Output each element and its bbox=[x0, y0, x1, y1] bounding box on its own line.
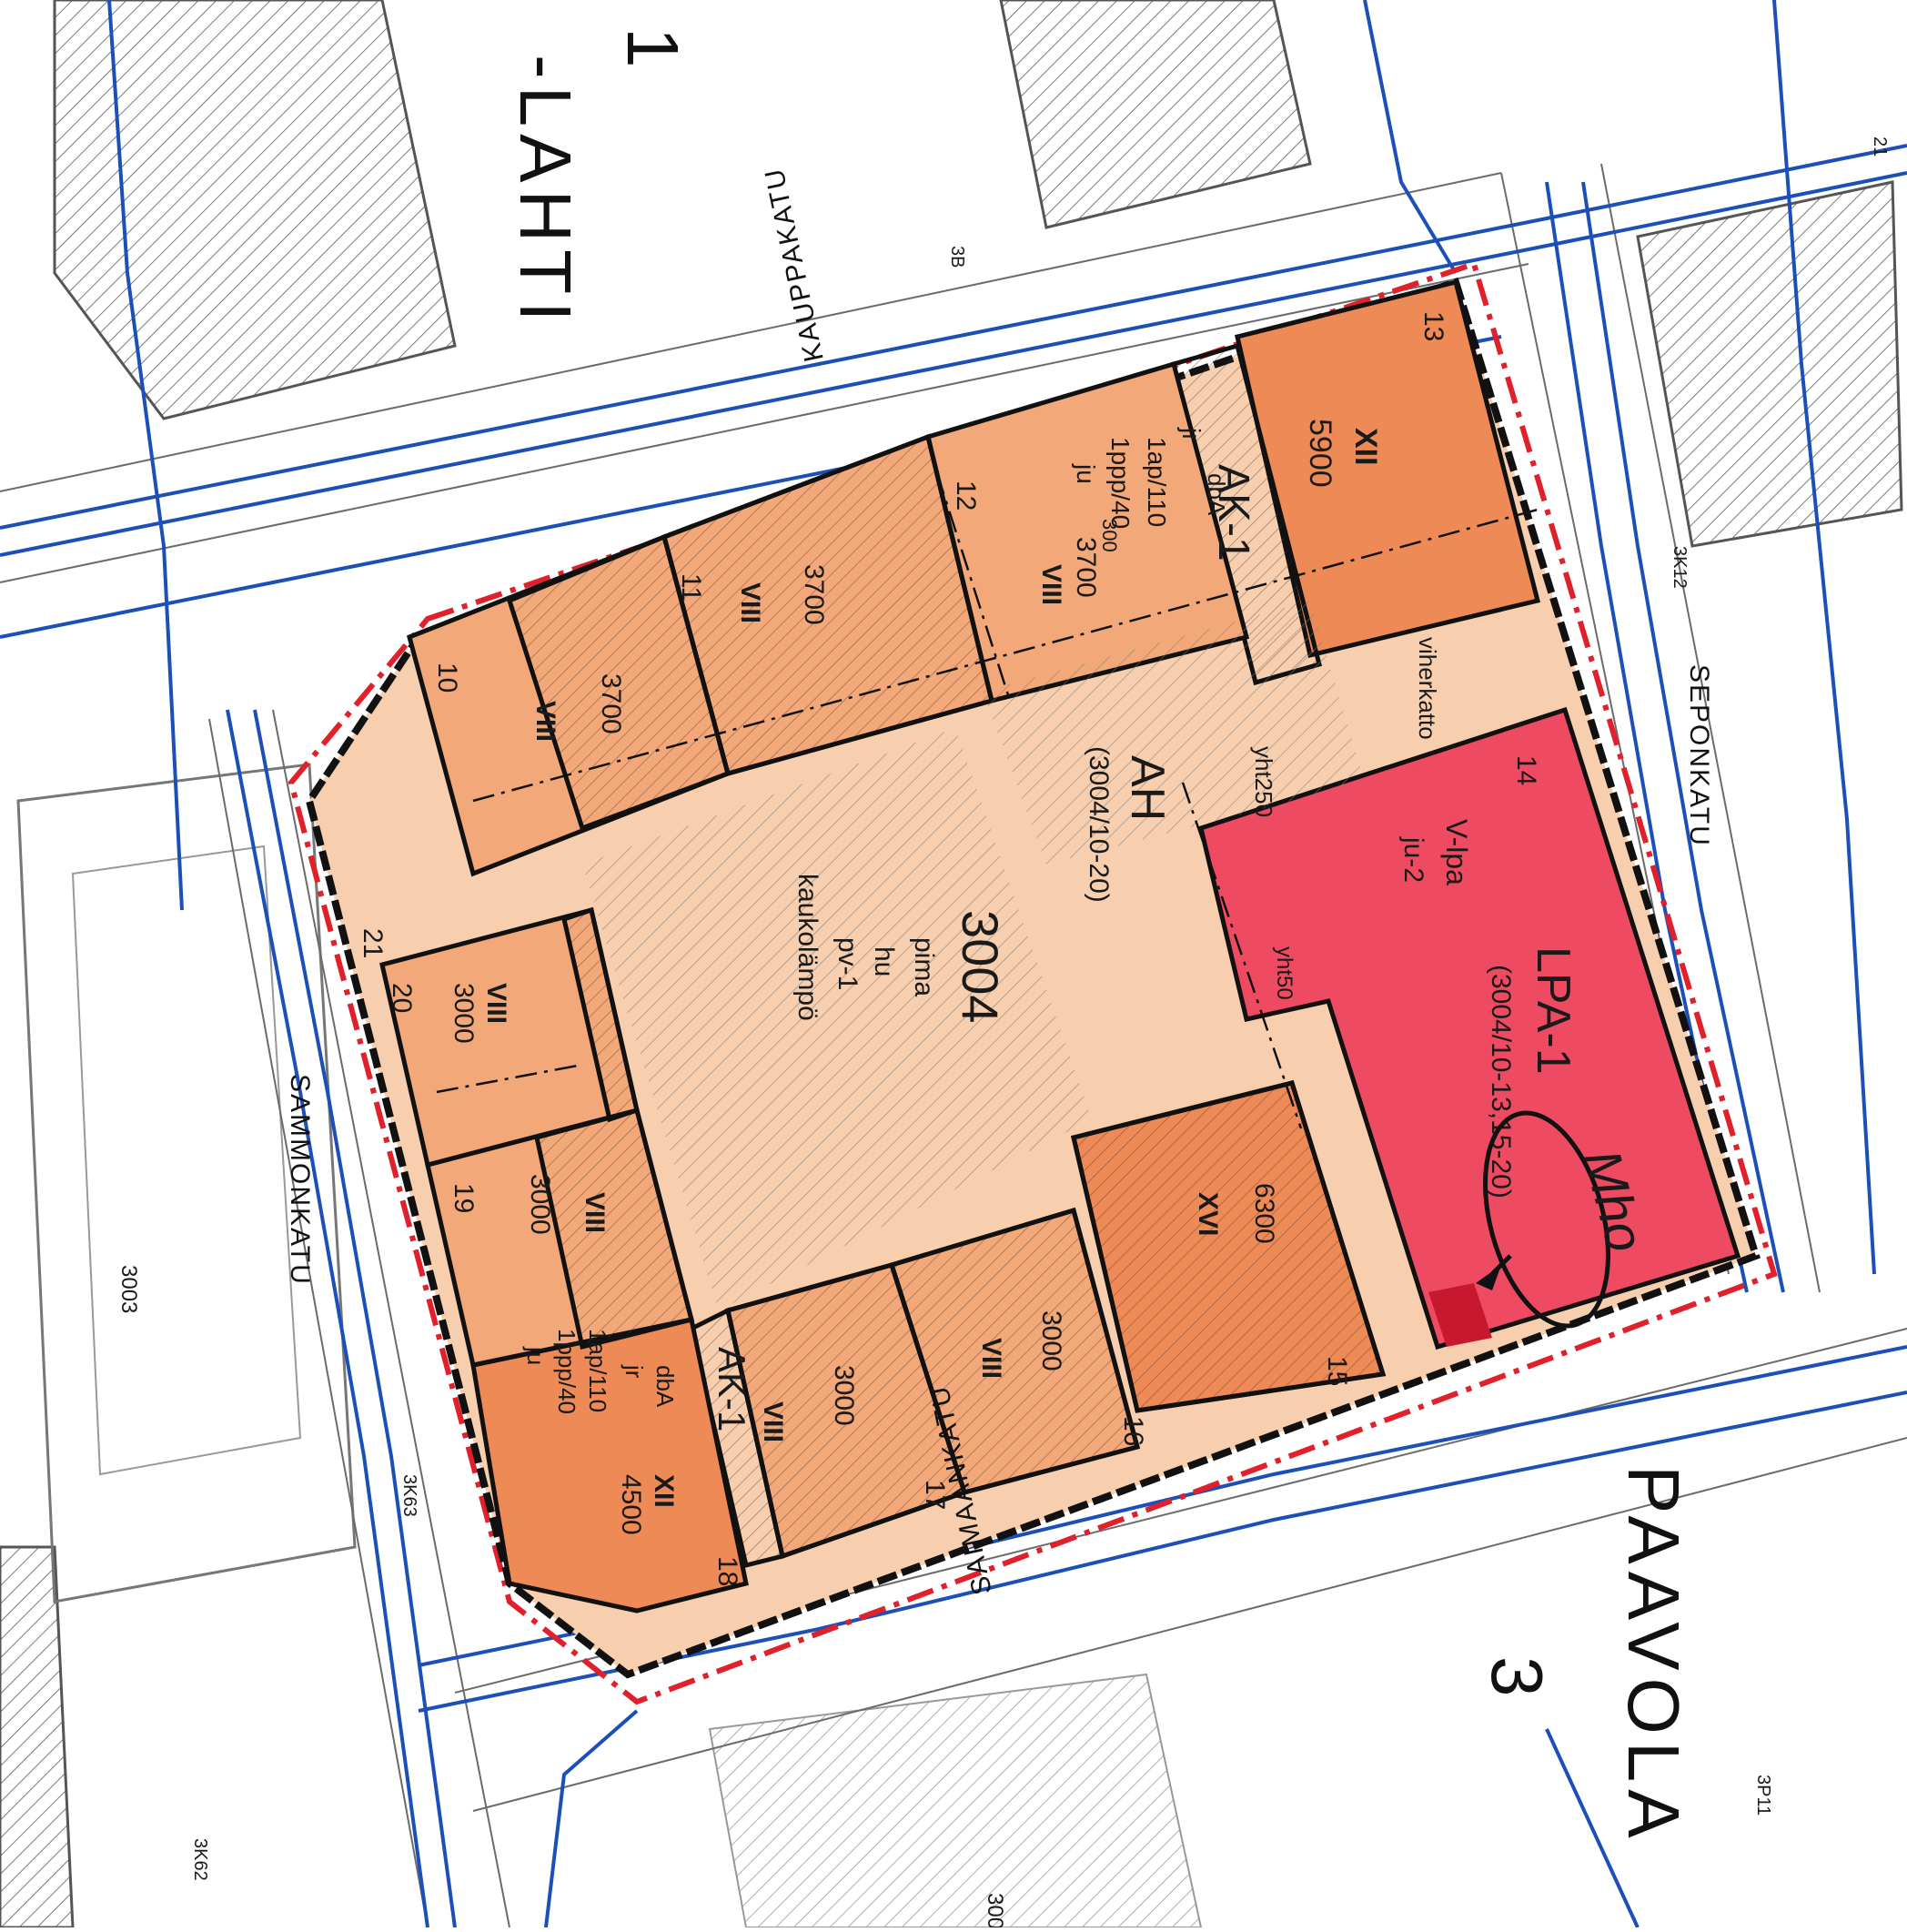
p12-floors: VIII bbox=[1036, 564, 1066, 605]
zone-ah: AH bbox=[1121, 755, 1174, 821]
block-code-pima: pima bbox=[909, 937, 939, 996]
p18-area: 4500 bbox=[616, 1474, 646, 1535]
street-edges bbox=[0, 163, 1907, 1928]
street-kauppakatu: KAUPPAKATU bbox=[759, 165, 829, 364]
p17-area: 3000 bbox=[829, 1365, 859, 1426]
p12-code-4: jr bbox=[1177, 427, 1206, 442]
zone-ah-ref: (3004/10-20) bbox=[1084, 746, 1114, 903]
lot-14: 14 bbox=[1511, 755, 1541, 785]
courtyard-hatch bbox=[582, 728, 1092, 1310]
zone-ak1-bottom: AK-1 bbox=[711, 1347, 753, 1431]
grid-ref-3p11: 3P11 bbox=[1753, 1775, 1773, 1816]
lot-10: 10 bbox=[432, 663, 462, 693]
parcel-labels: XII 5900 AK-1 1ap/110 1ppp/40 ju jr dbA … bbox=[449, 419, 1383, 1535]
zone-ak1-top: AK-1 bbox=[1209, 464, 1257, 561]
p15-floors: XVI bbox=[1193, 1192, 1223, 1236]
lot-16: 16 bbox=[1118, 1416, 1148, 1446]
p12-code-1: 1ap/110 bbox=[1143, 437, 1171, 527]
annotation-300: 300 bbox=[1098, 519, 1121, 552]
grid-ref-3k62: 3K62 bbox=[190, 1838, 210, 1881]
p12-area: 3700 bbox=[1071, 537, 1101, 598]
lot-19: 19 bbox=[449, 1183, 479, 1213]
p20-floors: VIII bbox=[481, 983, 511, 1024]
p18-code-5: dbA bbox=[651, 1365, 679, 1408]
district-name-top: -LAHTI bbox=[505, 55, 586, 329]
lot-18: 18 bbox=[712, 1556, 742, 1586]
p20-area: 3000 bbox=[449, 983, 479, 1044]
p18-code-1: 1ap/110 bbox=[584, 1329, 611, 1412]
annotation-yht250: yht250 bbox=[1250, 746, 1277, 817]
p12-code-3: ju bbox=[1072, 463, 1100, 484]
parcel-ah bbox=[983, 601, 1365, 865]
zone-lpa-1: LPA-1 bbox=[1527, 946, 1579, 1075]
parcels bbox=[379, 278, 1741, 1613]
p13-area: 5900 bbox=[1303, 419, 1337, 488]
lot-number-labels: 10 11 12 13 14 15 16 17 18 19 20 21 bbox=[358, 311, 1541, 1586]
lot-13: 13 bbox=[1418, 311, 1448, 341]
street-labels: KAUPPAKATU SEPONKATU SAMMONKATU SAIMAANK… bbox=[285, 165, 1714, 1597]
lpa-dark-corner bbox=[1428, 1283, 1492, 1347]
p10-area: 3700 bbox=[596, 673, 626, 734]
p10-floors: VIII bbox=[530, 701, 560, 742]
annotation-viherkatto: viherkatto bbox=[1414, 637, 1441, 740]
block-number: 3004 bbox=[952, 910, 1009, 1024]
p19-floors: VIII bbox=[580, 1192, 610, 1233]
grid-ref-21: 21 bbox=[1870, 137, 1890, 157]
sheet-3006: 300 bbox=[983, 1893, 1007, 1927]
grid-ref-3k63: 3K63 bbox=[399, 1474, 419, 1517]
district-number-right: 3 bbox=[1477, 1656, 1558, 1704]
lot-17: 17 bbox=[920, 1480, 950, 1510]
block-code-pv1: pv-1 bbox=[832, 937, 863, 990]
zone-lpa-ref: (3004/10-13,15-20) bbox=[1486, 965, 1516, 1199]
p17-floors: VIII bbox=[758, 1401, 788, 1442]
street-sammonkatu: SAMMONKATU bbox=[285, 1074, 315, 1286]
street-seponkatu: SEPONKATU bbox=[1684, 664, 1714, 847]
p18-code-4: jr bbox=[621, 1364, 648, 1379]
p12-code-2: 1ppp/40 bbox=[1106, 437, 1135, 529]
lot-20: 20 bbox=[387, 983, 417, 1013]
block-code-hu: hu bbox=[869, 946, 899, 976]
zone-ju2: ju-2 bbox=[1398, 836, 1428, 883]
district-number-top: 1 bbox=[612, 27, 693, 76]
zone-v-lpa: V-lpa bbox=[1440, 819, 1473, 885]
p11-area: 3700 bbox=[799, 564, 829, 625]
inner-lines bbox=[436, 472, 1539, 1129]
annotation-yht50: yht50 bbox=[1272, 946, 1297, 1000]
p15-area: 6300 bbox=[1249, 1183, 1279, 1244]
grid-ref-3b: 3B bbox=[947, 246, 967, 268]
district-name-right: PAAVOLA bbox=[1613, 1465, 1694, 1846]
p18-code-3: ju bbox=[522, 1346, 550, 1365]
grid-ref-labels: 3003 300 3K12 3K63 3K62 3P11 3B 21 bbox=[116, 137, 1890, 1929]
p18-code-2: 1ppp/40 bbox=[553, 1329, 580, 1414]
grid-ref-3k12: 3K12 bbox=[1670, 546, 1690, 589]
lot-15: 15 bbox=[1322, 1356, 1352, 1386]
parcel-lpa-1 bbox=[1198, 706, 1741, 1350]
p18-floors: XII bbox=[649, 1474, 679, 1508]
block-labels: 3004 pima hu pv-1 kaukolämpö AH (3004/10… bbox=[792, 519, 1579, 1199]
lot-12: 12 bbox=[951, 480, 981, 511]
lot-11: 11 bbox=[676, 573, 706, 602]
lot-21: 21 bbox=[358, 928, 388, 958]
sheet-3003: 3003 bbox=[116, 1265, 141, 1313]
block-code-kaukolampo: kaukolämpö bbox=[792, 874, 822, 1021]
plan-boundary bbox=[288, 260, 1778, 1705]
p19-area: 3000 bbox=[525, 1174, 555, 1235]
p11-floors: VIII bbox=[735, 582, 765, 623]
p16-floors: VIII bbox=[976, 1338, 1006, 1379]
p13-floors: XII bbox=[1348, 428, 1383, 466]
p16-area: 3000 bbox=[1036, 1310, 1066, 1371]
p12-code-5: dbA bbox=[1203, 473, 1230, 516]
district-labels: 1 -LAHTI PAAVOLA 3 bbox=[505, 27, 1694, 1846]
